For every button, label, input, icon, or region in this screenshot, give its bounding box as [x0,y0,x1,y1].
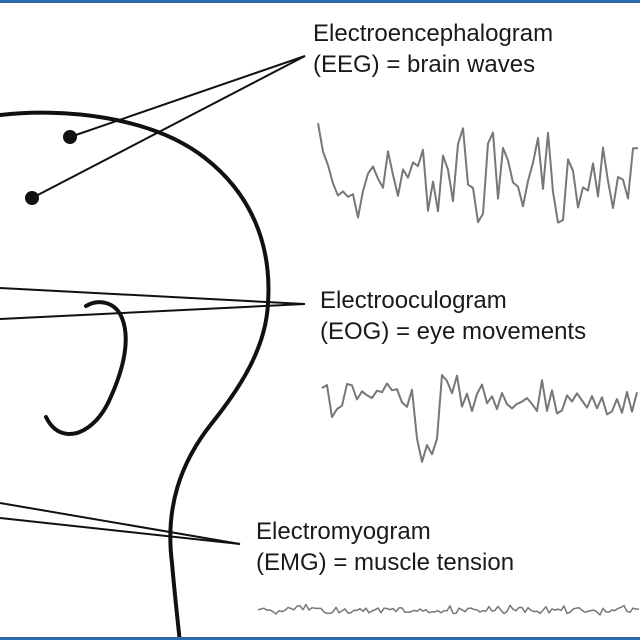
emg-waveform [257,603,640,616]
emg-label-line2: (EMG) = muscle tension [256,549,515,576]
eeg-leader-line [31,55,306,199]
eeg-electrode-dot [25,191,39,205]
eog-leader-line [0,303,306,320]
polysomnography-diagram [0,55,640,637]
eog-waveform [321,374,638,463]
ear-outline [44,300,128,436]
emg-label-line1: Electromyogram [256,518,431,545]
eog-label-line1: Electrooculogram [320,287,507,314]
eog-label: Electrooculogram (EOG) = eye movements [320,285,586,347]
head-outline [0,110,271,637]
eog-label-line2: (EOG) = eye movements [320,318,587,345]
eeg-label-line2: (EEG) = brain waves [313,51,536,78]
eeg-label: Electroencephalogram (EEG) = brain waves [313,18,553,80]
emg-leader-line [0,502,241,545]
emg-leader-line [0,517,241,545]
eeg-leader-line [69,55,306,138]
eog-leader-line [0,287,306,305]
eeg-label-line1: Electroencephalogram [313,20,554,47]
emg-label: Electromyogram (EMG) = muscle tension [256,516,514,578]
eeg-waveform [317,122,639,224]
